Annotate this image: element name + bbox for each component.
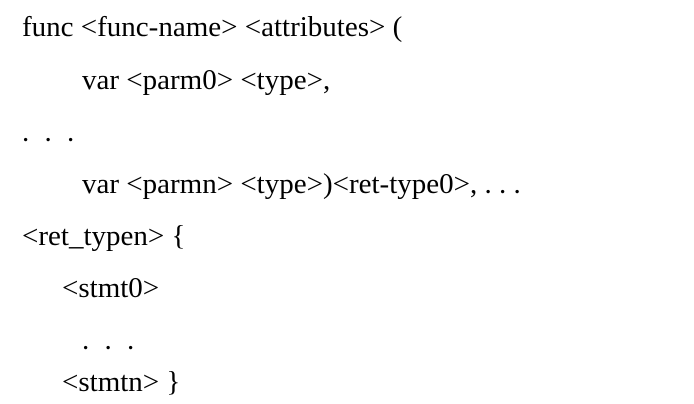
code-line-param-first: var <parm0> <type>, <box>82 64 331 96</box>
code-line-stmt-ellipsis: . . . <box>82 324 139 356</box>
code-line-func-signature: func <func-name> <attributes> ( <box>22 11 403 43</box>
code-line-param-last: var <parmn> <type>)<ret-type0>, . . . <box>82 168 521 200</box>
code-line-stmt-last: <stmtn> } <box>62 366 181 398</box>
code-line-stmt-first: <stmt0> <box>62 272 160 304</box>
code-line-ellipsis: . . . <box>22 116 79 148</box>
code-line-return-type: <ret_typen> { <box>22 220 186 252</box>
